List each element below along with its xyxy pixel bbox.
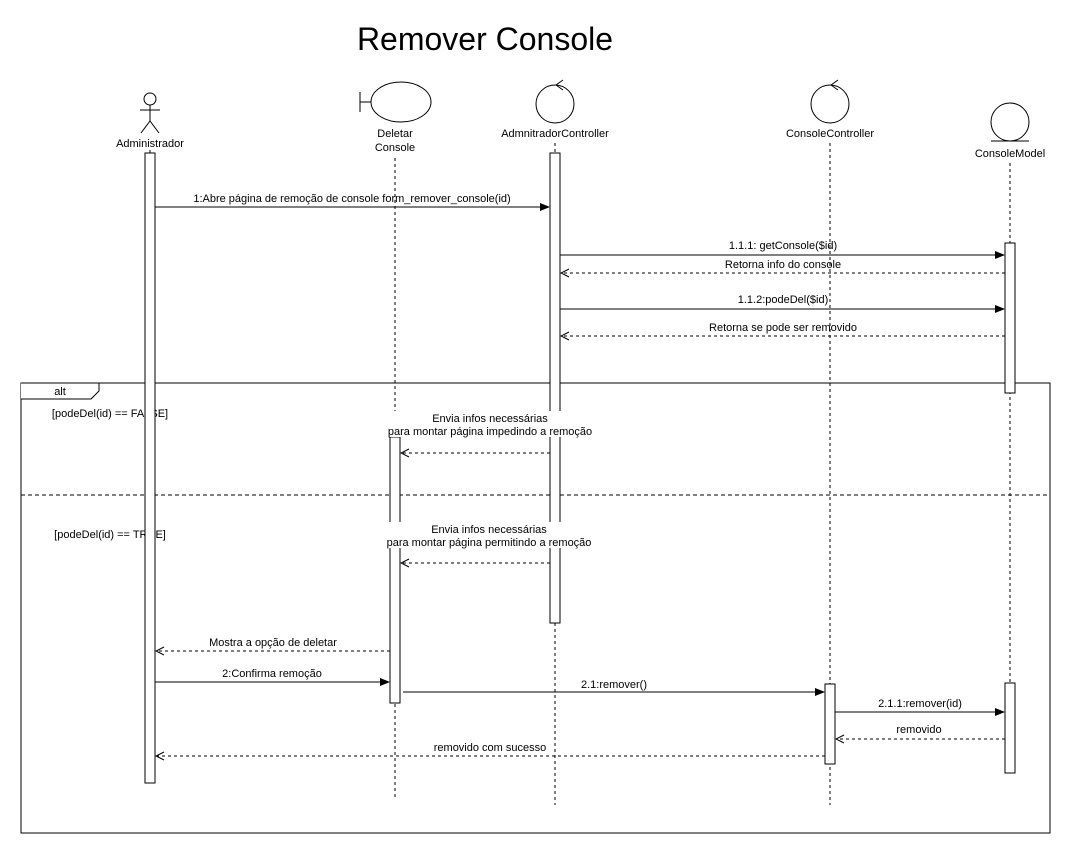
- alt-true-label-line1: Envia infos necessárias: [431, 524, 547, 536]
- participant-deletar-label: Deletar: [377, 128, 413, 140]
- guard-true: [podeDel(id) == TRUE]: [54, 529, 166, 541]
- message-2-1-label: 2.1:remover(): [581, 679, 647, 691]
- return-success-label: removido com sucesso: [434, 742, 547, 754]
- return-1-1-1-label: Retorna info do console: [725, 259, 841, 271]
- guard-false: [podeDel(id) == FALSE]: [52, 408, 168, 420]
- activation-admnitrador-controller: [549, 152, 561, 624]
- activation-console-controller: [824, 683, 836, 765]
- return-2-1-1-label: removido: [896, 724, 941, 736]
- participant-console-model: ConsoleModel: [975, 148, 1045, 160]
- activation-console-model-2: [1004, 682, 1016, 774]
- alt-true-label-bg: [386, 522, 592, 548]
- participant-administrador: Administrador: [116, 138, 184, 150]
- message-2-label: 2:Confirma remoção: [222, 668, 322, 680]
- participant-console-label: Console: [375, 142, 415, 154]
- diagram-title: Remover Console: [357, 21, 613, 57]
- activation-administrador: [144, 152, 156, 784]
- admnitrador-controller-icon: [535, 79, 575, 124]
- activation-console-model-1: [1004, 242, 1016, 394]
- alt-false-label-line1: Envia infos necessárias: [432, 413, 548, 425]
- message-2-1-1-label: 2.1.1:remover(id): [878, 698, 962, 710]
- activation-deletar-console: [389, 436, 401, 704]
- message-1-1-1-label: 1.1.1: getConsole($id): [729, 240, 837, 252]
- participant-admnitrador-controller: AdmnitradorController: [501, 128, 609, 140]
- message-1-label: 1:Abre página de remoção de console form…: [193, 193, 510, 205]
- alt-false-label-bg: [389, 411, 591, 437]
- administrador-actor-icon: [140, 92, 160, 134]
- alt-operator-label: alt: [54, 386, 66, 398]
- return-1-1-2-label: Retorna se pode ser removido: [709, 322, 857, 334]
- alt-true-label-line2: para montar página permitindo a remoção: [387, 537, 592, 549]
- message-1-1-2-label: 1.1.2:podeDel($id): [738, 294, 829, 306]
- console-model-entity-icon: [990, 102, 1030, 142]
- deletar-console-boundary-icon: [359, 81, 432, 123]
- alt-false-label-line2: para montar página impedindo a remoção: [388, 426, 592, 438]
- alt-fragment: alt [podeDel(id) == FALSE] [podeDel(id) …: [20, 382, 1051, 834]
- show-delete-label: Mostra a opção de deletar: [209, 637, 337, 649]
- console-controller-icon: [810, 79, 850, 124]
- participant-console-controller: ConsoleController: [786, 128, 874, 140]
